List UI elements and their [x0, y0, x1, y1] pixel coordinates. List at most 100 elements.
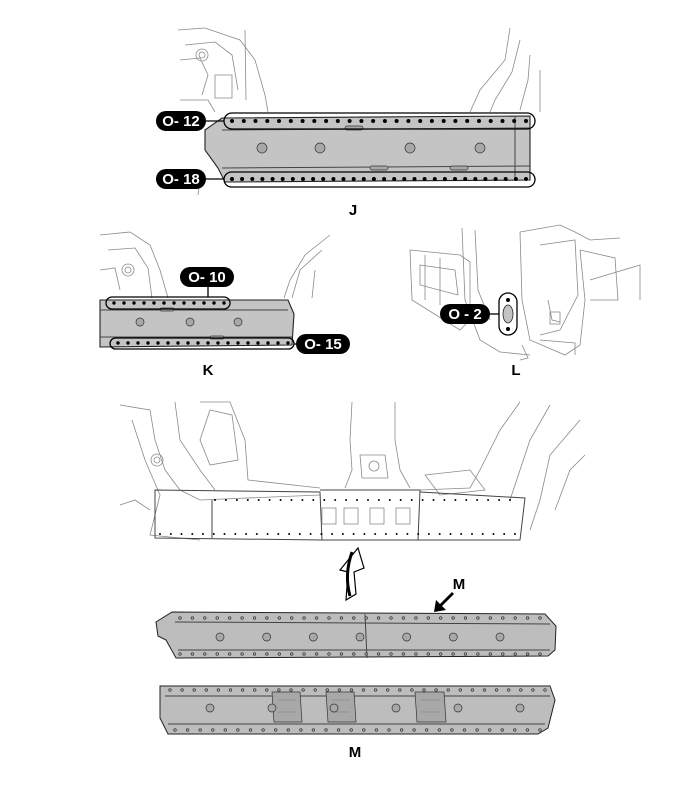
callout-o-15: O- 15: [296, 334, 350, 354]
view-j-body-art: [177, 27, 541, 196]
sill-hole: [463, 616, 468, 620]
sill-hole: [515, 703, 525, 713]
view-k-weld-group-top: [105, 296, 231, 310]
sill-hole: [500, 728, 504, 732]
sill-hole: [349, 728, 353, 732]
weld-point: [488, 119, 493, 123]
body-dot: [191, 533, 194, 535]
inner-sill-outer: [155, 611, 557, 659]
body-dot: [298, 533, 301, 535]
weld-point: [202, 301, 206, 305]
sill-hole: [267, 703, 277, 713]
sill-hole: [531, 688, 535, 692]
sill-hole: [180, 688, 184, 692]
weld-point: [230, 177, 234, 181]
sill-hole: [425, 728, 429, 732]
weld-point: [503, 177, 508, 181]
sill-hole: [538, 652, 542, 656]
sill-hole: [311, 728, 316, 732]
sill-hole: [386, 688, 390, 692]
sill-hole: [248, 728, 253, 732]
sill-hole: [228, 688, 233, 692]
sill-hole: [352, 652, 356, 656]
weld-point: [311, 177, 316, 181]
callout-o-12-text: O- 12: [162, 113, 200, 130]
sill-hole: [374, 728, 379, 732]
weld-point: [166, 341, 170, 345]
weld-point: [122, 301, 126, 305]
weld-point: [429, 119, 434, 123]
body-dot: [245, 533, 248, 535]
body-dot: [465, 499, 468, 501]
sill-hole: [538, 616, 542, 620]
body-dot: [498, 499, 501, 501]
sill-hole: [203, 616, 207, 620]
inner-sill-outer-holes: [178, 616, 542, 656]
sill-hole: [325, 688, 329, 692]
weld-point: [465, 119, 470, 123]
view-j-weld-row-top: [230, 119, 528, 123]
sill-hole: [525, 616, 530, 620]
sill-hole: [192, 688, 196, 692]
sill-hole: [453, 703, 463, 713]
view-k-label: K: [203, 362, 214, 379]
body-dot: [388, 499, 391, 501]
sill-hole: [387, 728, 391, 732]
sill-hole: [399, 728, 404, 732]
sill-hole: [327, 616, 331, 620]
sill-hole: [302, 616, 306, 620]
weld-point: [513, 177, 518, 181]
sill-hole: [308, 632, 318, 642]
weld-point: [500, 119, 505, 123]
callout-o-12: O- 12: [156, 111, 206, 131]
weld-point: [162, 301, 166, 305]
sill-hole: [274, 728, 278, 732]
sill-hole: [451, 652, 455, 656]
body-dot: [277, 533, 280, 535]
body-dot: [356, 499, 358, 501]
weld-point: [136, 341, 140, 345]
sill-hole: [462, 728, 467, 732]
sill-hole: [168, 688, 172, 692]
weld-point: [412, 177, 417, 181]
weld-point: [146, 341, 150, 345]
body-dot: [427, 533, 430, 535]
view-k-weld-row-top: [112, 301, 226, 305]
weld-point: [280, 177, 285, 181]
sill-hole: [391, 703, 401, 713]
weld-point: [331, 177, 336, 181]
body-dot: [399, 499, 402, 501]
sill-hole: [286, 728, 290, 732]
sill-hole: [414, 616, 418, 620]
weld-point: [477, 119, 481, 123]
sill-hole: [314, 616, 319, 620]
weld-point: [382, 119, 387, 123]
body-dot: [406, 533, 409, 535]
sill-hole: [426, 616, 430, 620]
body-dot: [169, 533, 172, 535]
body-dot: [266, 533, 269, 535]
body-dot: [384, 533, 387, 535]
view-j-panel-holes: [256, 125, 486, 171]
sill-hole: [329, 703, 339, 713]
body-dot: [352, 533, 355, 535]
body-dot: [214, 499, 216, 501]
weld-point: [463, 177, 468, 181]
full-side-body: [119, 401, 586, 541]
view-k-body-art: [99, 231, 331, 299]
sill-hole: [519, 688, 523, 692]
sill-hole: [476, 652, 480, 656]
sill-hole: [450, 728, 454, 732]
weld-point: [182, 301, 186, 305]
sill-hole: [361, 688, 366, 692]
body-dot: [449, 533, 452, 535]
weld-point: [341, 177, 346, 181]
view-k: O- 10 O- 15 K: [99, 231, 350, 379]
sill-hole: [494, 688, 499, 692]
sill-hole: [204, 688, 208, 692]
sill-hole: [426, 652, 430, 656]
sill-hole: [290, 652, 294, 656]
sill-hole: [495, 632, 505, 642]
sill-hole: [364, 616, 368, 620]
sill-hole: [389, 616, 393, 620]
